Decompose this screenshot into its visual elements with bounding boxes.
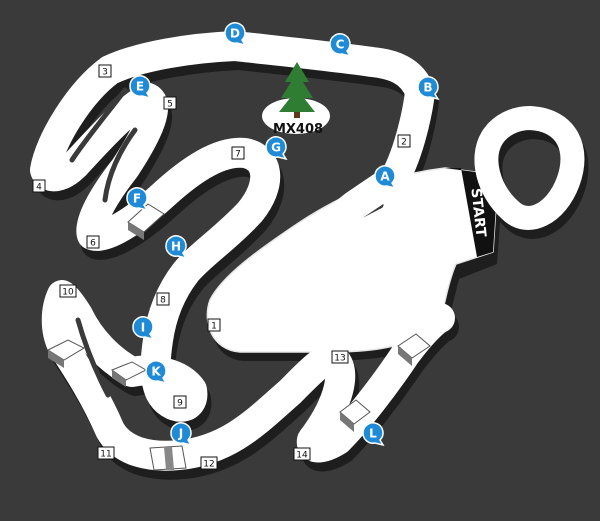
start-pad (207, 168, 499, 352)
corner-number-box (156, 292, 170, 306)
corner-number-label: 14 (296, 451, 308, 461)
corner-number-10: 10 (59, 284, 77, 298)
map-pin-icon (329, 33, 352, 58)
marker-f[interactable]: F (126, 187, 149, 212)
corner-number-label: 4 (36, 183, 42, 193)
map-pin-icon (265, 136, 288, 161)
marker-h[interactable]: H (165, 235, 188, 260)
corner-number-label: 1 (211, 322, 217, 332)
practice-oval (474, 105, 585, 230)
corner-number-5: 5 (163, 96, 177, 110)
track-gaps (69, 87, 138, 398)
map-pin-icon (362, 422, 385, 447)
corner-number-11: 11 (97, 446, 115, 460)
jumps (46, 203, 431, 471)
marker-label: G (271, 141, 281, 155)
corner-number-box (97, 446, 115, 460)
jump-12 (149, 445, 187, 471)
corner-number-box (331, 350, 349, 364)
marker-b[interactable]: B (417, 76, 440, 101)
corner-number-label: 12 (203, 460, 214, 470)
corner-number-2: 2 (397, 134, 411, 148)
marker-j[interactable]: J (170, 422, 193, 447)
marker-label: B (423, 81, 432, 95)
corner-number-3: 3 (98, 64, 112, 78)
map-pin-icon (374, 165, 397, 190)
marker-i[interactable]: I (132, 316, 155, 341)
corner-number-box (207, 318, 221, 332)
corner-number-box (98, 64, 112, 78)
location-markers: A B C D E F G H I J K L (126, 22, 440, 447)
logo-text: MX408 (273, 122, 323, 137)
marker-l[interactable]: L (362, 422, 385, 447)
marker-c[interactable]: C (329, 33, 352, 58)
corner-number-label: 3 (102, 68, 108, 78)
marker-label: D (230, 27, 240, 41)
corner-number-box (293, 447, 311, 461)
map-pin-icon (129, 75, 152, 100)
race-track (30, 31, 455, 471)
marker-d[interactable]: D (224, 22, 247, 47)
corner-number-box (86, 235, 100, 249)
corner-number-label: 11 (100, 450, 111, 460)
corner-number-box (231, 146, 245, 160)
corner-number-label: 2 (401, 138, 407, 148)
map-pin-icon (145, 360, 168, 385)
map-pin-icon (417, 76, 440, 101)
marker-label: F (133, 192, 141, 206)
marker-label: L (369, 427, 377, 441)
marker-label: E (136, 80, 144, 94)
corner-number-6: 6 (86, 235, 100, 249)
corner-number-7: 7 (231, 146, 245, 160)
map-pin-icon (224, 22, 247, 47)
marker-label: A (380, 170, 390, 184)
jump-13 (397, 333, 431, 366)
corner-number-label: 6 (90, 239, 96, 249)
corner-number-13: 13 (331, 350, 349, 364)
jump-10 (46, 339, 86, 368)
marker-label: J (178, 427, 183, 441)
corner-number-box (32, 179, 46, 193)
corner-number-1: 1 (207, 318, 221, 332)
corner-number-box (397, 134, 411, 148)
marker-k[interactable]: K (145, 360, 168, 385)
marker-label: C (336, 38, 345, 52)
marker-label: K (151, 365, 161, 379)
map-pin-icon (165, 235, 188, 260)
corner-number-box (200, 456, 218, 470)
corner-number-label: 10 (62, 288, 74, 298)
corner-number-14: 14 (293, 447, 311, 461)
marker-label: H (171, 240, 181, 254)
map-pin-icon (170, 422, 193, 447)
corner-number-box (173, 395, 187, 409)
corner-number-12: 12 (200, 456, 218, 470)
corner-number-label: 5 (167, 100, 173, 110)
jump-l (339, 399, 371, 432)
marker-e[interactable]: E (129, 75, 152, 100)
start-label: START (467, 187, 488, 238)
mx408-logo: MX408 (262, 62, 330, 137)
corner-number-label: 9 (177, 399, 183, 409)
corner-number-9: 9 (173, 395, 187, 409)
marker-g[interactable]: G (265, 136, 288, 161)
corner-number-4: 4 (32, 179, 46, 193)
corner-number-8: 8 (156, 292, 170, 306)
marker-a[interactable]: A (374, 165, 397, 190)
jump-f (127, 203, 165, 240)
corner-number-box (163, 96, 177, 110)
map-pin-icon (126, 187, 149, 212)
corner-number-label: 8 (160, 296, 166, 306)
corner-number-label: 7 (235, 150, 241, 160)
corner-number-label: 13 (334, 354, 345, 364)
pine-tree-icon (279, 62, 315, 118)
map-pin-icon (132, 316, 155, 341)
corner-number-box (59, 284, 77, 298)
marker-label: I (141, 321, 145, 335)
